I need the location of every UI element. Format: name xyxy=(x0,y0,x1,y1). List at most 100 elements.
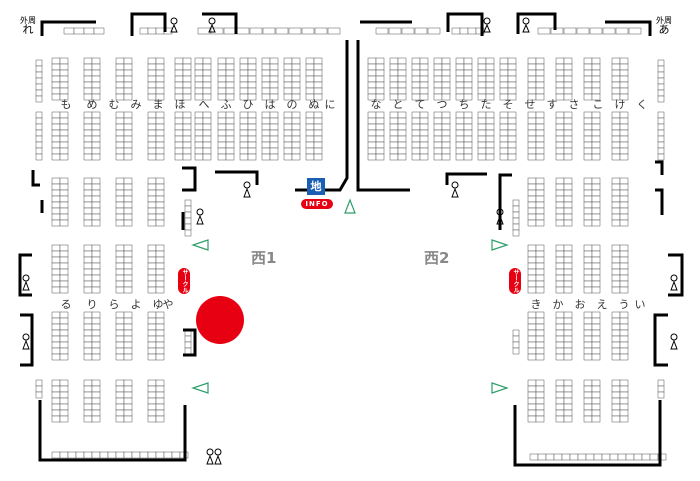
booth-cell xyxy=(459,27,469,35)
booth-cell xyxy=(397,141,407,149)
booth-cell xyxy=(583,329,593,337)
booth-cell xyxy=(291,135,301,143)
booth-cell xyxy=(609,453,619,461)
booth-cell xyxy=(367,87,377,95)
booth-cell xyxy=(155,250,165,258)
booth-cell xyxy=(563,183,573,191)
booth-cell xyxy=(591,403,601,411)
booth-cell xyxy=(589,27,603,35)
booth-cell xyxy=(35,379,43,387)
booth-cell xyxy=(555,81,565,89)
booth-cell xyxy=(611,341,621,349)
booth-cell xyxy=(583,135,593,143)
booth-cell xyxy=(419,135,429,143)
booth-cell xyxy=(155,75,165,83)
booth-cell xyxy=(115,129,125,137)
booth-cell xyxy=(51,317,61,325)
booth-cell xyxy=(184,205,192,213)
booth-cell xyxy=(59,195,69,203)
booth-cell xyxy=(367,117,377,125)
booth-cell xyxy=(507,63,517,71)
booth-cell xyxy=(527,183,537,191)
booth-cell xyxy=(389,81,399,89)
booth-cell xyxy=(174,57,184,65)
booth-cell xyxy=(485,135,495,143)
booth-cell xyxy=(563,341,573,349)
booth-cell xyxy=(123,323,133,331)
booth-cell xyxy=(485,117,495,125)
booth-cell xyxy=(563,57,573,65)
booth-cell xyxy=(619,268,629,276)
booth-cell xyxy=(619,353,629,361)
booth-cell xyxy=(485,123,495,131)
booth-cell xyxy=(131,451,141,459)
booth-cell xyxy=(59,111,69,119)
booth-cell xyxy=(619,250,629,258)
booth-cell xyxy=(59,87,69,95)
booth-cell xyxy=(155,391,165,399)
booth-cell xyxy=(305,129,315,137)
booth-cell xyxy=(367,153,377,161)
booth-cell xyxy=(555,403,565,411)
booth-cell xyxy=(305,87,315,95)
booth-cell xyxy=(182,87,192,95)
booth-cell xyxy=(591,347,601,355)
booth-cell xyxy=(397,75,407,83)
booth-cell xyxy=(411,63,421,71)
booth-cell xyxy=(485,147,495,155)
booth-cell xyxy=(527,69,537,77)
booth-cell xyxy=(115,391,125,399)
booth-cell xyxy=(545,453,555,461)
booth-cell xyxy=(291,87,301,95)
booth-cell xyxy=(611,250,621,258)
booth-cell xyxy=(51,256,61,264)
booth-cell xyxy=(202,69,212,77)
booth-cell xyxy=(83,250,93,258)
booth-cell xyxy=(583,63,593,71)
booth-cell xyxy=(389,135,399,143)
booth-cell xyxy=(115,189,125,197)
booth-cell xyxy=(583,244,593,252)
booth-cell xyxy=(91,195,101,203)
booth-cell xyxy=(535,129,545,137)
booth-cell xyxy=(411,69,421,77)
booth-cell xyxy=(535,335,545,343)
booth-cell xyxy=(291,69,301,77)
booth-cell xyxy=(51,397,61,405)
booth-cell xyxy=(555,397,565,405)
booth-cell xyxy=(419,123,429,131)
booth-cell xyxy=(155,274,165,282)
booth-cell xyxy=(591,63,601,71)
booth-cell xyxy=(51,403,61,411)
booth-cell xyxy=(419,69,429,77)
booth-cell xyxy=(619,262,629,270)
booth-cell xyxy=(155,451,165,459)
booth-cell xyxy=(202,123,212,131)
booth-cell xyxy=(247,153,257,161)
booth-cell xyxy=(535,353,545,361)
booth-cell xyxy=(305,111,315,119)
booth-cell xyxy=(305,147,315,155)
booth-cell xyxy=(401,27,415,35)
booth-cell xyxy=(455,135,465,143)
booth-cell xyxy=(123,415,133,423)
booth-cell xyxy=(283,123,293,131)
booth-cell xyxy=(555,141,565,149)
booth-cell xyxy=(563,311,573,319)
booth-cell xyxy=(535,391,545,399)
booth-cell xyxy=(147,274,157,282)
booth-cell xyxy=(83,451,93,459)
booth-cell xyxy=(217,129,227,137)
booth-cell xyxy=(261,135,271,143)
booth-cell xyxy=(583,81,593,89)
booth-cell xyxy=(247,111,257,119)
booth-cell xyxy=(59,347,69,355)
booth-cell xyxy=(182,57,192,65)
booth-cell xyxy=(51,385,61,393)
booth-cell xyxy=(91,183,101,191)
booth-cell xyxy=(155,256,165,264)
booth-cell xyxy=(269,81,279,89)
booth-cell xyxy=(194,147,204,155)
booth-cell xyxy=(527,415,537,423)
